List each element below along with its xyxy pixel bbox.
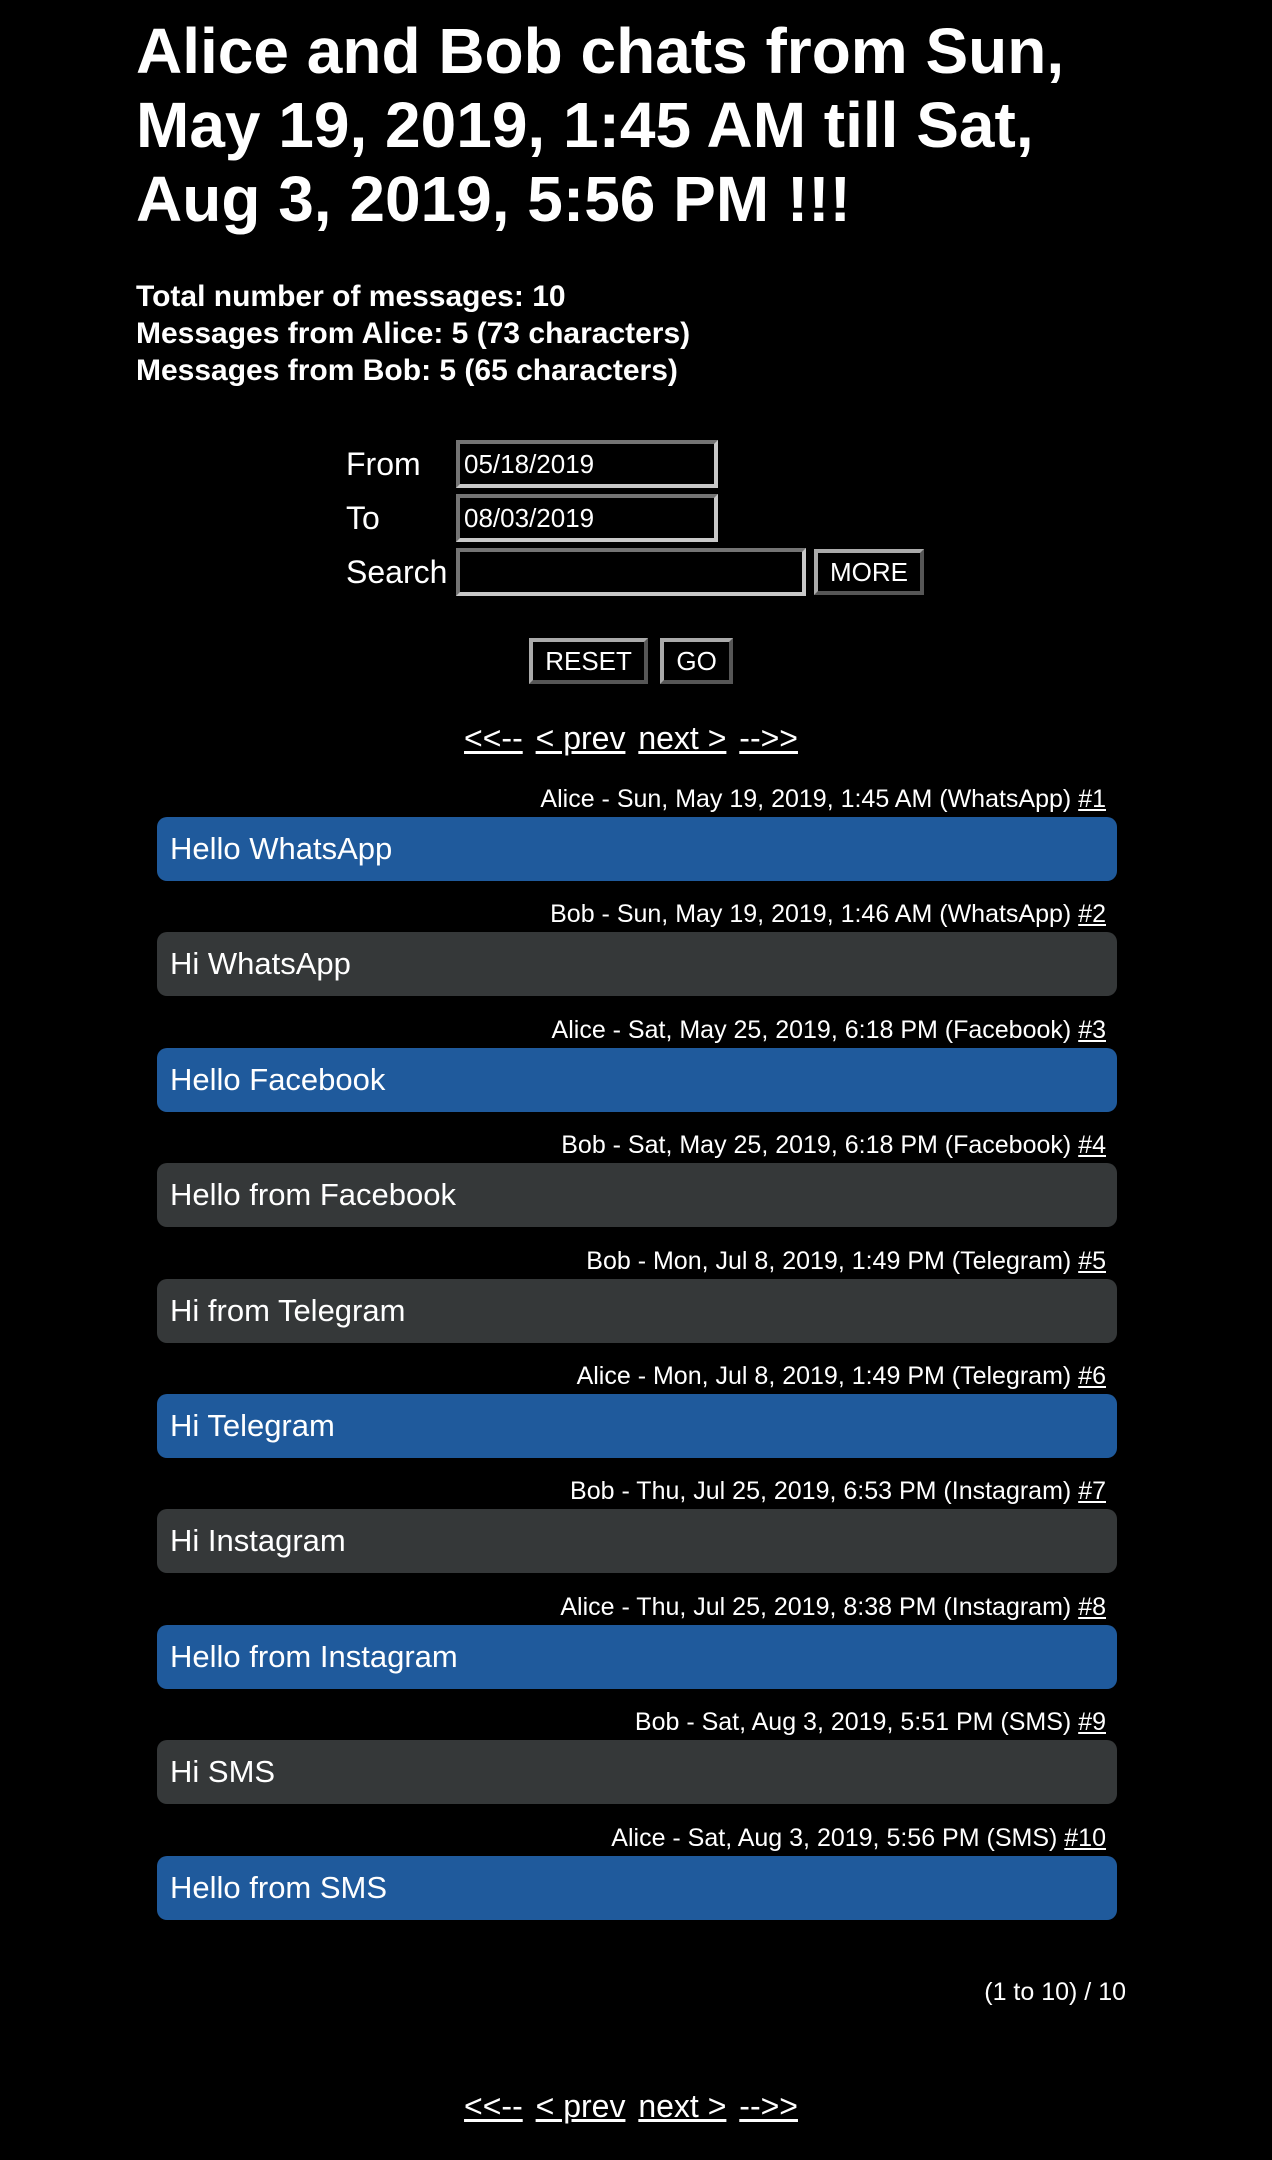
from-row: From xyxy=(346,437,924,491)
message-anchor-link[interactable]: #6 xyxy=(1078,1361,1106,1390)
stats-block: Total number of messages: 10 Messages fr… xyxy=(136,278,1126,389)
message-meta: Alice - Mon, Jul 8, 2019, 1:49 PM (Teleg… xyxy=(157,1358,1117,1394)
pager-prev-link[interactable]: < prev xyxy=(535,720,626,756)
to-row: To xyxy=(346,491,924,545)
message-meta-text: Bob - Sat, May 25, 2019, 6:18 PM (Facebo… xyxy=(561,1131,1072,1160)
message-anchor-link[interactable]: #3 xyxy=(1078,1015,1106,1044)
message-item: Bob - Mon, Jul 8, 2019, 1:49 PM (Telegra… xyxy=(157,1243,1117,1358)
message-bubble-alice: Hello Facebook xyxy=(157,1047,1117,1112)
message-anchor-link[interactable]: #10 xyxy=(1064,1823,1106,1852)
chat-page: Alice and Bob chats from Sun, May 19, 20… xyxy=(136,0,1126,2124)
pager-next-link[interactable]: next > xyxy=(638,720,727,756)
bob-messages-stat: Messages from Bob: 5 (65 characters) xyxy=(136,354,678,387)
message-meta: Alice - Sun, May 19, 2019, 1:45 AM (What… xyxy=(157,781,1117,817)
message-meta: Alice - Sat, Aug 3, 2019, 5:56 PM (SMS) … xyxy=(157,1820,1117,1856)
message-meta-text: Alice - Sun, May 19, 2019, 1:45 AM (What… xyxy=(540,785,1072,813)
message-list: Alice - Sun, May 19, 2019, 1:45 AM (What… xyxy=(157,781,1117,1935)
message-bubble-bob: Hi SMS xyxy=(157,1740,1117,1805)
message-anchor-link[interactable]: #2 xyxy=(1078,900,1106,929)
message-bubble-bob: Hello from Facebook xyxy=(157,1163,1117,1228)
search-label: Search xyxy=(346,553,448,590)
message-meta-text: Bob - Mon, Jul 8, 2019, 1:49 PM (Telegra… xyxy=(586,1246,1072,1275)
pager-prev-link[interactable]: < prev xyxy=(535,2088,626,2124)
pager-last-link[interactable]: -->> xyxy=(739,720,798,756)
pager-first-link[interactable]: <<-- xyxy=(464,720,523,756)
message-bubble-alice: Hi Telegram xyxy=(157,1393,1117,1458)
message-meta: Alice - Sat, May 25, 2019, 6:18 PM (Face… xyxy=(157,1012,1117,1048)
message-bubble-bob: Hi Instagram xyxy=(157,1509,1117,1574)
message-item: Alice - Sat, May 25, 2019, 6:18 PM (Face… xyxy=(157,1012,1117,1127)
message-meta-text: Alice - Sat, Aug 3, 2019, 5:56 PM (SMS) xyxy=(611,1823,1058,1852)
reset-button[interactable]: RESET xyxy=(529,638,648,684)
message-meta-text: Alice - Thu, Jul 25, 2019, 8:38 PM (Inst… xyxy=(560,1592,1072,1621)
message-meta: Bob - Sat, May 25, 2019, 6:18 PM (Facebo… xyxy=(157,1127,1117,1163)
pager-next-link[interactable]: next > xyxy=(638,2088,727,2124)
to-date-input[interactable] xyxy=(456,494,718,542)
from-date-input[interactable] xyxy=(456,440,718,488)
message-bubble-alice: Hello WhatsApp xyxy=(157,817,1117,881)
pager-last-link[interactable]: -->> xyxy=(739,2088,798,2124)
message-meta: Bob - Sun, May 19, 2019, 1:46 AM (WhatsA… xyxy=(157,896,1117,932)
search-input[interactable] xyxy=(456,548,806,596)
message-meta-text: Bob - Sun, May 19, 2019, 1:46 AM (WhatsA… xyxy=(550,900,1072,929)
page-title: Alice and Bob chats from Sun, May 19, 20… xyxy=(136,15,1065,235)
from-label: From xyxy=(346,445,421,482)
message-meta-text: Bob - Thu, Jul 25, 2019, 6:53 PM (Instag… xyxy=(570,1477,1072,1506)
message-item: Bob - Sat, May 25, 2019, 6:18 PM (Facebo… xyxy=(157,1127,1117,1242)
message-meta: Alice - Thu, Jul 25, 2019, 8:38 PM (Inst… xyxy=(157,1589,1117,1625)
pager-first-link[interactable]: <<-- xyxy=(464,2088,523,2124)
search-row: Search MORE xyxy=(346,545,924,599)
result-count: (1 to 10) / 10 xyxy=(984,1978,1126,2006)
filter-form: From To Search MORE xyxy=(346,437,924,599)
more-button[interactable]: MORE xyxy=(814,549,924,595)
go-button[interactable]: GO xyxy=(660,638,733,684)
message-item: Alice - Mon, Jul 8, 2019, 1:49 PM (Teleg… xyxy=(157,1358,1117,1473)
message-meta-text: Alice - Mon, Jul 8, 2019, 1:49 PM (Teleg… xyxy=(576,1361,1072,1390)
message-anchor-link[interactable]: #1 xyxy=(1078,785,1106,813)
message-meta-text: Bob - Sat, Aug 3, 2019, 5:51 PM (SMS) xyxy=(634,1708,1072,1737)
form-actions: RESET GO xyxy=(136,638,1126,684)
pager-top: <<-- < prev next > -->> xyxy=(136,720,1126,757)
pager-bottom: <<-- < prev next > -->> xyxy=(136,2088,1126,2125)
message-bubble-alice: Hello from Instagram xyxy=(157,1624,1117,1689)
message-item: Bob - Sun, May 19, 2019, 1:46 AM (WhatsA… xyxy=(157,896,1117,1011)
message-meta: Bob - Mon, Jul 8, 2019, 1:49 PM (Telegra… xyxy=(157,1243,1117,1279)
total-messages-stat: Total number of messages: 10 xyxy=(136,280,566,313)
alice-messages-stat: Messages from Alice: 5 (73 characters) xyxy=(136,317,691,350)
to-label: To xyxy=(346,499,380,536)
message-anchor-link[interactable]: #7 xyxy=(1078,1477,1106,1506)
message-item: Alice - Sat, Aug 3, 2019, 5:56 PM (SMS) … xyxy=(157,1820,1117,1935)
message-meta: Bob - Thu, Jul 25, 2019, 6:53 PM (Instag… xyxy=(157,1473,1117,1509)
message-anchor-link[interactable]: #4 xyxy=(1078,1131,1106,1160)
message-meta-text: Alice - Sat, May 25, 2019, 6:18 PM (Face… xyxy=(551,1015,1072,1044)
message-meta: Bob - Sat, Aug 3, 2019, 5:51 PM (SMS) #9 xyxy=(157,1704,1117,1740)
message-anchor-link[interactable]: #9 xyxy=(1078,1708,1106,1737)
message-item: Alice - Thu, Jul 25, 2019, 8:38 PM (Inst… xyxy=(157,1589,1117,1704)
message-item: Bob - Sat, Aug 3, 2019, 5:51 PM (SMS) #9… xyxy=(157,1704,1117,1819)
message-bubble-alice: Hello from SMS xyxy=(157,1855,1117,1920)
message-item: Bob - Thu, Jul 25, 2019, 6:53 PM (Instag… xyxy=(157,1473,1117,1588)
message-bubble-bob: Hi WhatsApp xyxy=(157,932,1117,997)
message-bubble-bob: Hi from Telegram xyxy=(157,1278,1117,1343)
message-anchor-link[interactable]: #5 xyxy=(1078,1246,1106,1275)
message-item: Alice - Sun, May 19, 2019, 1:45 AM (What… xyxy=(157,781,1117,896)
message-anchor-link[interactable]: #8 xyxy=(1078,1592,1106,1621)
